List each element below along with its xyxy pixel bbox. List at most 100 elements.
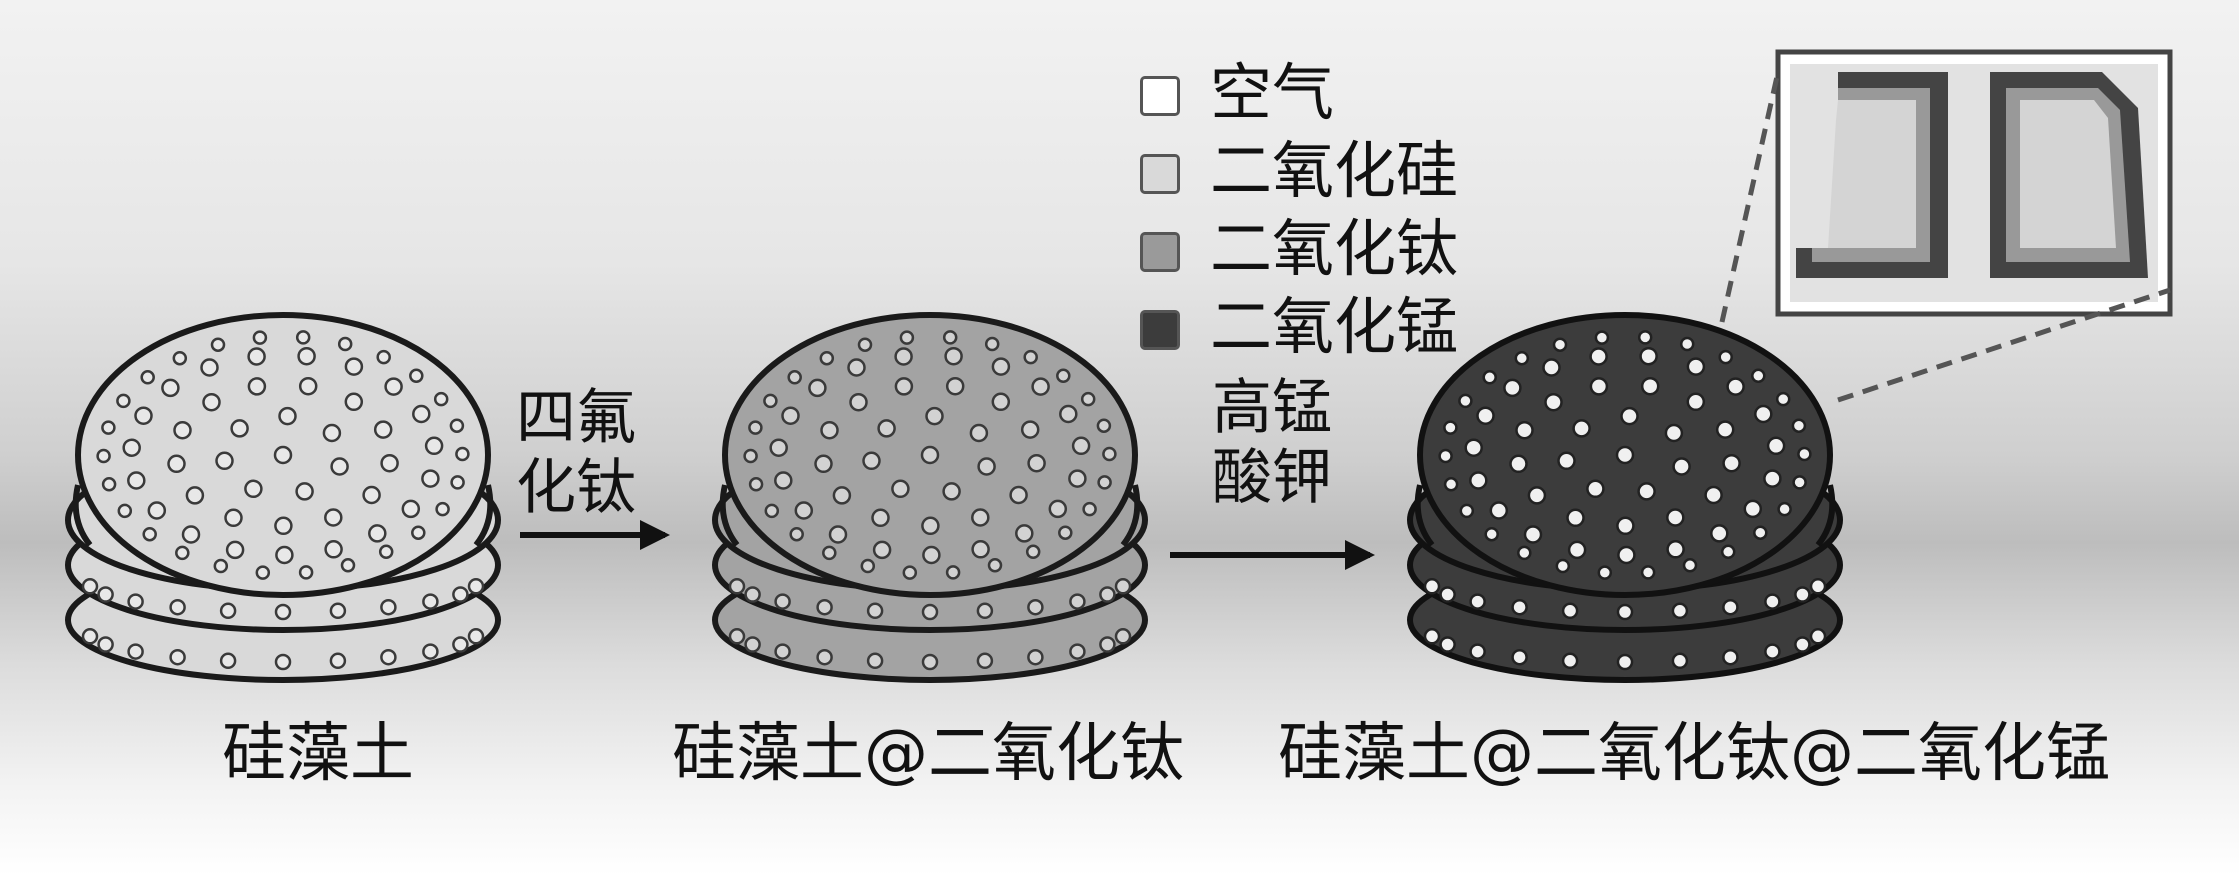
pore — [984, 336, 1000, 352]
side-pore — [1069, 593, 1086, 610]
side-pore — [744, 636, 761, 653]
side-pore — [97, 636, 114, 653]
pore — [376, 349, 391, 365]
pore — [1594, 330, 1610, 345]
side-pore — [422, 593, 439, 610]
pore — [971, 508, 990, 527]
pore — [1567, 540, 1587, 560]
caption-diatomite-tio2-mno2: 硅藻土@二氧化钛@二氧化锰 — [1278, 717, 2110, 791]
pore — [872, 540, 892, 560]
side-pore — [1794, 636, 1811, 653]
pore — [368, 524, 387, 543]
pore — [1637, 330, 1653, 345]
pore — [1686, 392, 1706, 412]
pore — [877, 419, 896, 438]
pore — [412, 404, 431, 424]
pore — [1616, 516, 1635, 536]
side-pore — [274, 653, 292, 671]
legend-swatch — [1140, 310, 1180, 350]
pore — [920, 445, 940, 465]
pore — [1552, 337, 1568, 352]
side-pore — [728, 578, 746, 595]
pore — [969, 423, 989, 443]
pore — [330, 457, 349, 476]
side-pore — [1722, 648, 1739, 666]
pore — [1753, 525, 1768, 540]
pore — [787, 370, 802, 385]
pore — [1031, 377, 1050, 396]
pore — [921, 516, 940, 536]
side-pore — [1423, 578, 1441, 595]
pore — [274, 516, 293, 536]
pore — [172, 350, 188, 366]
pore — [1056, 368, 1071, 384]
legend-swatch — [1140, 154, 1180, 194]
pore — [748, 477, 764, 492]
diatomite-tio2-disc — [712, 312, 1148, 683]
legend-label: 二氧化钛 — [1210, 212, 1459, 285]
pore — [173, 420, 192, 440]
side-pore — [81, 578, 99, 595]
pore — [1482, 370, 1497, 385]
pore — [1058, 525, 1073, 540]
side-pore — [1423, 628, 1441, 645]
arrow1-label-line2: 化钛 — [516, 453, 636, 523]
pore — [127, 471, 146, 490]
pore — [210, 337, 226, 352]
side-pore — [329, 602, 347, 620]
side-pore — [1469, 593, 1486, 610]
pore — [1080, 391, 1096, 407]
pore — [1503, 378, 1522, 398]
pore — [794, 501, 814, 520]
pore — [894, 347, 913, 366]
side-pore — [1027, 598, 1044, 616]
legend-item-silica: 二氧化硅 — [1140, 140, 1520, 208]
side-pore — [866, 602, 884, 620]
pore — [1009, 485, 1028, 505]
pore — [134, 406, 153, 425]
pore — [1068, 469, 1087, 488]
pore — [819, 350, 835, 366]
pore-cross-section-inset — [1775, 49, 2173, 317]
pore — [1082, 501, 1097, 517]
pore — [322, 423, 342, 443]
pore — [225, 540, 245, 560]
pore — [1527, 486, 1547, 505]
side-pore — [467, 578, 485, 595]
pore — [1637, 482, 1656, 501]
pore — [925, 406, 944, 426]
side-pore — [127, 643, 144, 660]
pore — [894, 377, 914, 396]
legend-label: 空气 — [1210, 56, 1335, 129]
pore — [1682, 558, 1698, 573]
pore — [1666, 540, 1685, 559]
pore — [1023, 349, 1038, 365]
pore — [185, 486, 205, 505]
side-pore — [219, 602, 237, 620]
disc-rim — [719, 484, 1141, 547]
side-pore — [422, 643, 439, 660]
pore — [380, 453, 399, 473]
pore — [337, 336, 353, 352]
pore — [1615, 445, 1635, 465]
disc-rim — [72, 484, 494, 547]
pore — [424, 436, 444, 456]
pore — [340, 558, 356, 573]
pore — [1664, 423, 1684, 443]
pore — [1792, 475, 1807, 490]
side-pore — [1809, 578, 1827, 595]
pore — [1523, 525, 1543, 544]
arrow2-label-line1: 高锰 — [1212, 373, 1332, 443]
pore — [814, 454, 833, 474]
pore — [384, 377, 403, 396]
pore — [945, 376, 965, 396]
pore — [373, 420, 393, 439]
pore — [455, 446, 470, 462]
pore — [140, 370, 155, 385]
pore — [1754, 404, 1773, 424]
side-pore — [127, 593, 144, 610]
pore — [1666, 508, 1685, 527]
side-pore — [1722, 598, 1739, 616]
side-pore — [329, 652, 347, 670]
pore — [200, 358, 219, 377]
